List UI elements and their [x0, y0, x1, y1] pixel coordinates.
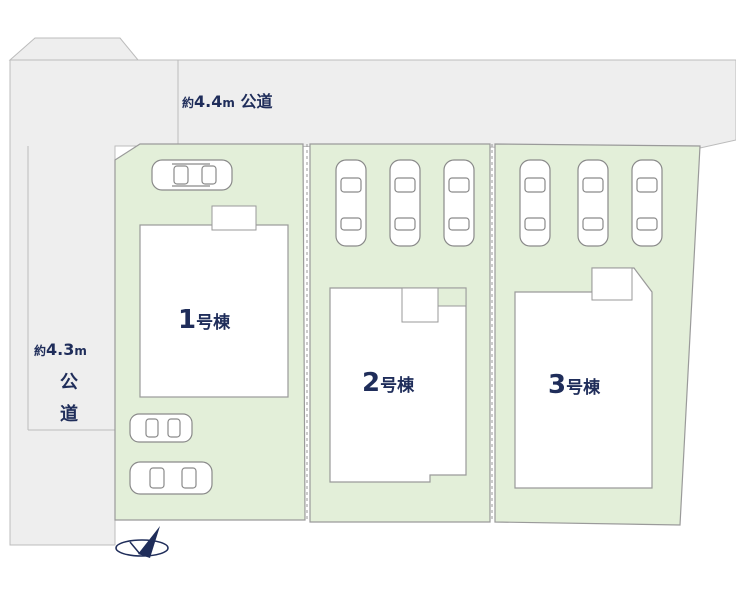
approx-prefix: 約: [182, 96, 195, 110]
road-left: [9, 59, 179, 546]
car-icon: [519, 159, 551, 247]
house-2-porch: [401, 287, 439, 323]
car-icon: [443, 159, 475, 247]
car-icon: [335, 159, 367, 247]
house-1-porch: [211, 205, 257, 231]
unit-label: m: [222, 96, 235, 110]
road-name: 公道: [240, 92, 273, 111]
car-icon: [129, 413, 193, 443]
house-number: 1: [178, 305, 197, 335]
car-icon: [631, 159, 663, 247]
road-width-value: 4.4: [194, 92, 223, 111]
road-left-name-2: 道: [60, 404, 78, 425]
approx-prefix: 約: [34, 344, 47, 358]
house-suffix: 号棟: [566, 378, 601, 398]
house-3-label: 3号棟: [548, 370, 600, 400]
house-3-porch: [591, 267, 633, 301]
house-number: 3: [548, 370, 567, 400]
car-icon: [389, 159, 421, 247]
car-icon: [129, 461, 213, 495]
house-suffix: 号棟: [196, 313, 231, 333]
house-number: 2: [362, 368, 381, 398]
road-width-value: 4.3: [46, 340, 75, 359]
unit-label: m: [74, 344, 87, 358]
houses: [139, 205, 653, 489]
road-left-label: 約4.3m: [34, 340, 87, 359]
parking-cars: [129, 159, 663, 495]
public-roads: [8, 37, 736, 546]
car-icon: [577, 159, 609, 247]
road-left-name-1: 公: [60, 372, 78, 393]
car-icon: [151, 159, 233, 191]
north-arrow-icon: [115, 526, 169, 558]
house-1-footprint: [139, 224, 289, 398]
house-1-label: 1号棟: [178, 305, 230, 335]
house-suffix: 号棟: [380, 376, 415, 396]
house-2-label: 2号棟: [362, 368, 414, 398]
road-top-label: 約4.4m 公道: [182, 88, 272, 112]
